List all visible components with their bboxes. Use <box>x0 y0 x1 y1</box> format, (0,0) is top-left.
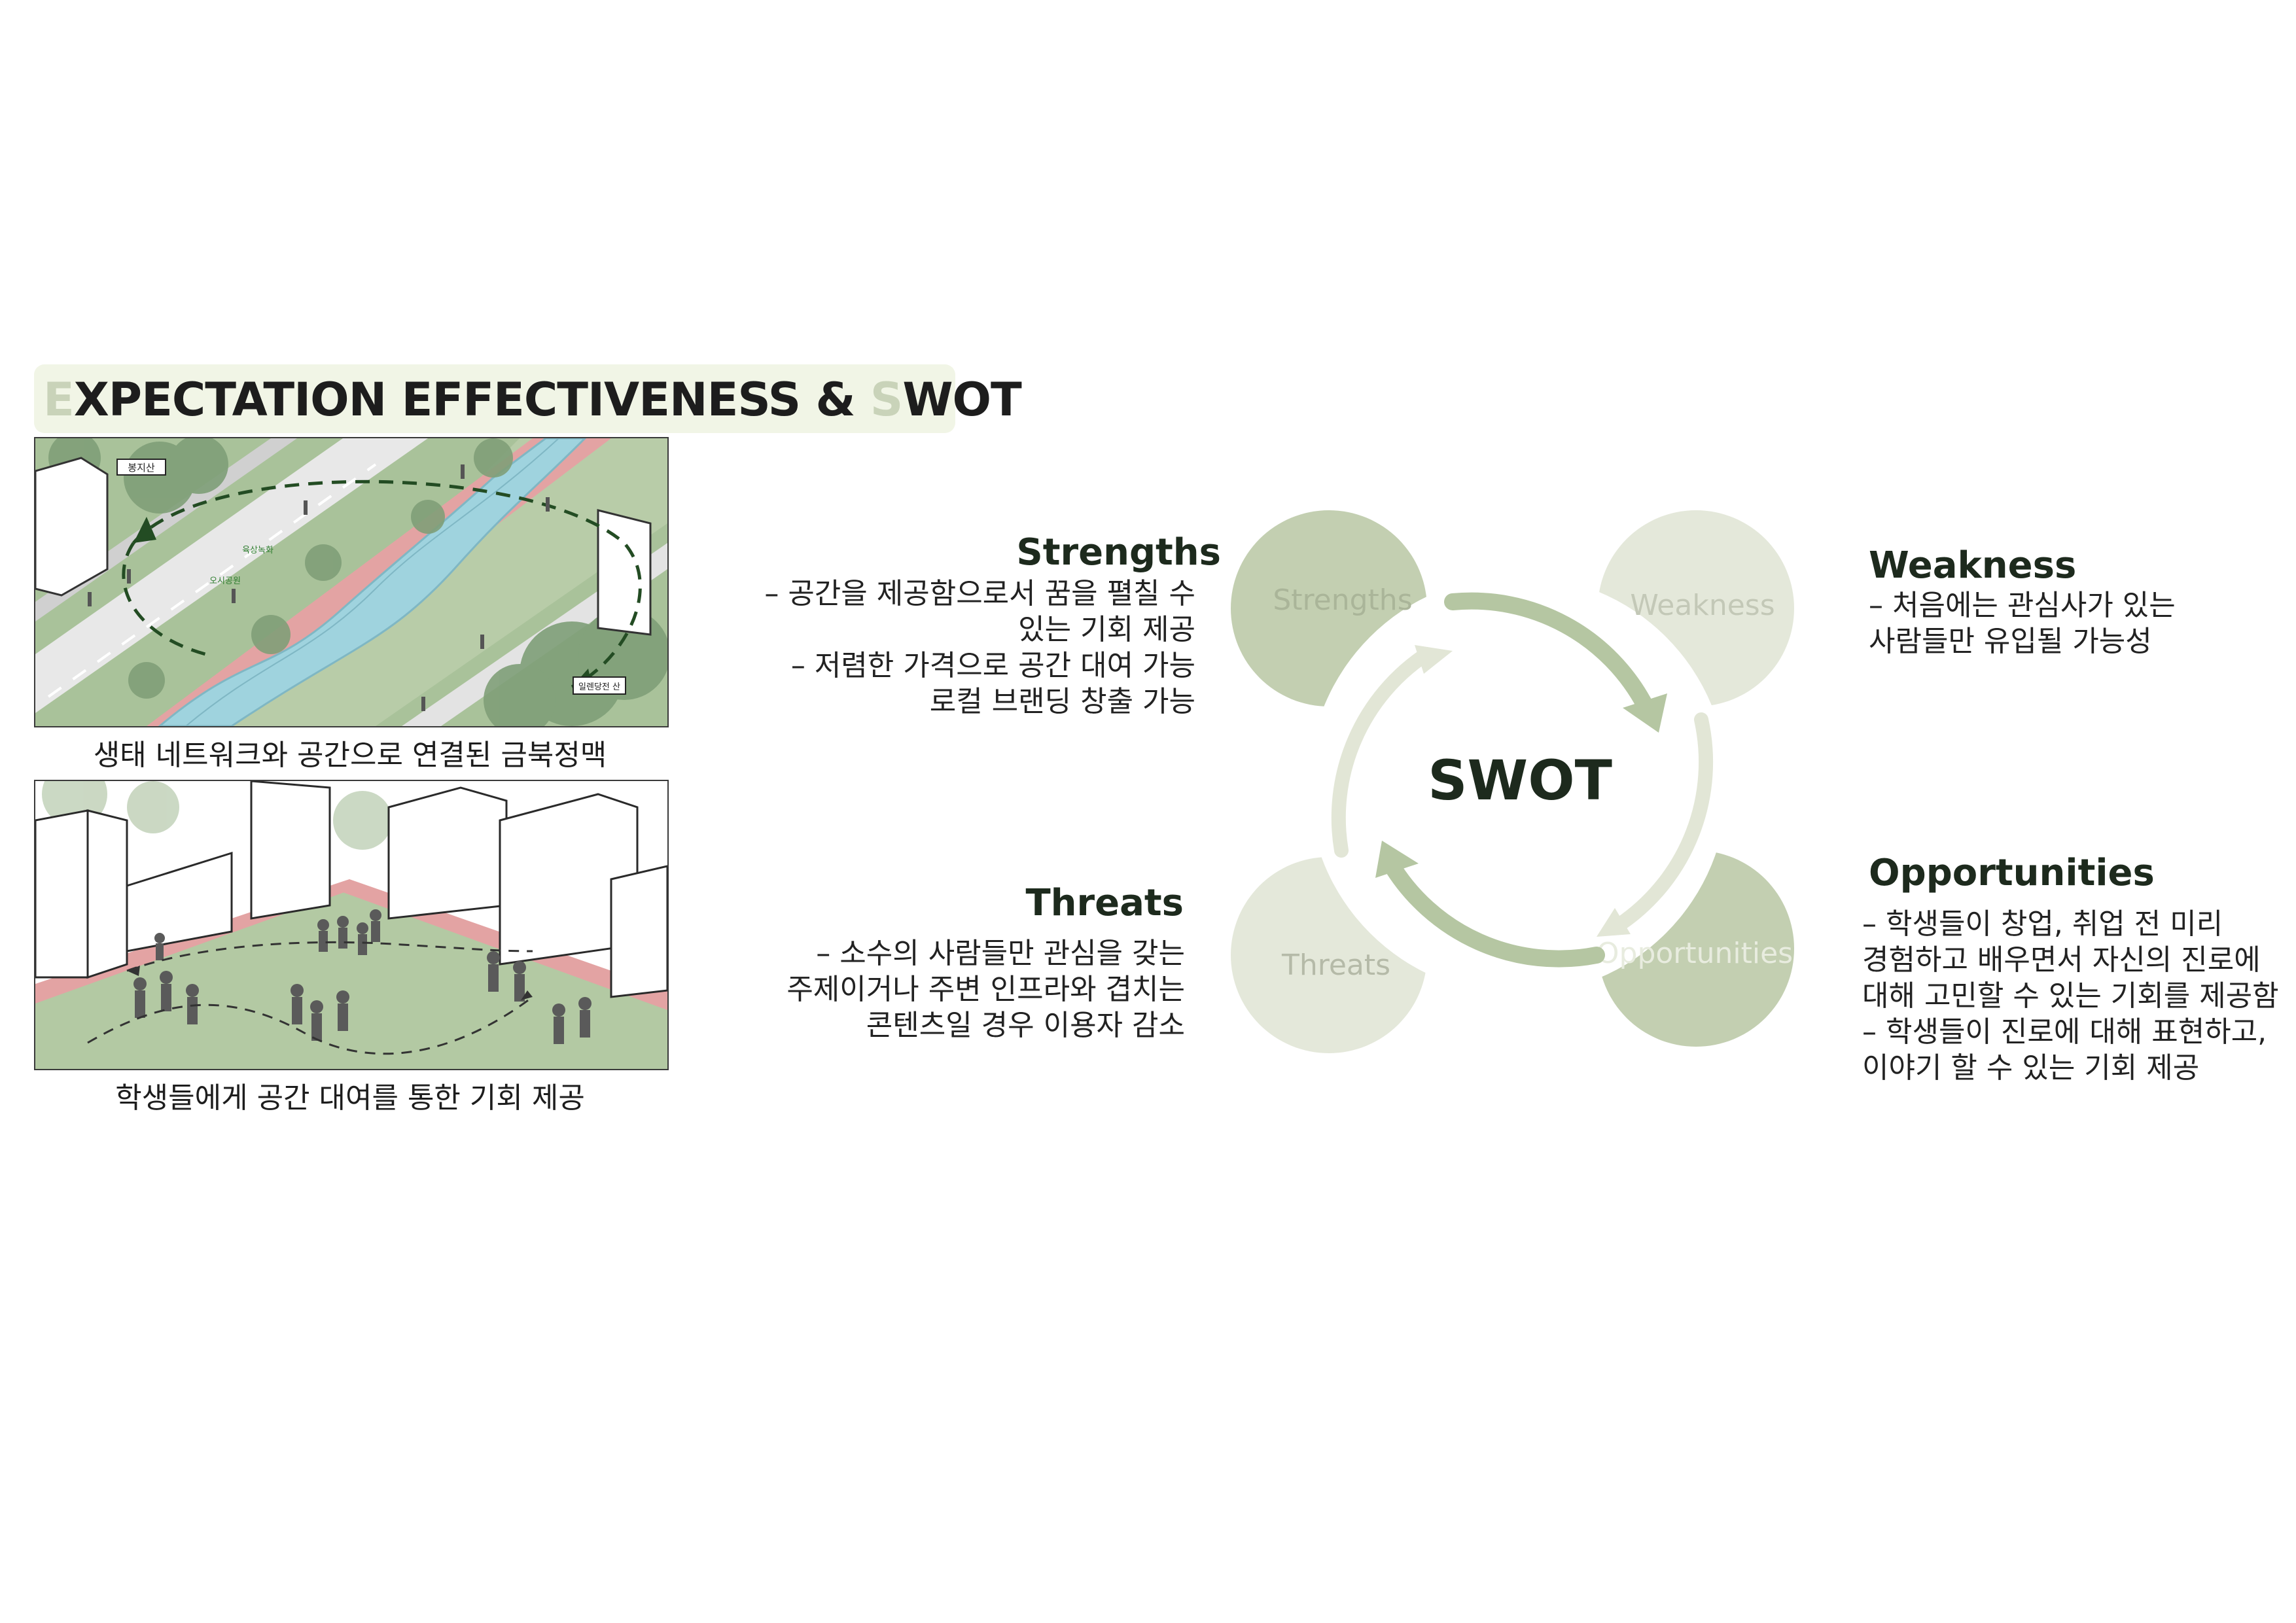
label-mountain: 일렌당전 산 <box>578 682 620 692</box>
threats-line-2: 주제이거나 주변 인프라와 겹치는 <box>786 973 1185 1006</box>
strengths-line-1: – 공간을 제공함으로서 꿈을 펼칠 수 <box>764 577 1195 610</box>
weakness-line-2: 사람들만 유입될 가능성 <box>1869 625 2152 658</box>
illustration-bottom-caption: 학생들에게 공간 대여를 통한 기회 제공 <box>115 1081 585 1115</box>
arrow-weakness-to-opportunities <box>1616 712 1714 930</box>
arrow-strengths-to-weakness <box>1444 592 1654 715</box>
opportunities-heading: Opportunities <box>1869 852 2155 894</box>
label-green-roof: 육상녹화 <box>242 546 274 555</box>
illustration-space-rental <box>34 780 669 1070</box>
title-part-1: XPECTATION EFFECTIVENESS & <box>73 373 870 427</box>
strengths-heading: Strengths <box>1016 531 1221 574</box>
swot-center-label: SWOT <box>1428 748 1612 812</box>
illustration-ecological-network: 봉지산 오시공원 육상녹화 일렌당전 산 <box>34 437 669 727</box>
opportunities-line-5: 이야기 할 수 있는 기회 제공 <box>1862 1051 2200 1085</box>
weakness-circle-label: Weakness <box>1630 589 1775 622</box>
illustration-top-caption: 생태 네트워크와 공간으로 연결된 금북정맥 <box>93 739 607 772</box>
arrow-opportunities-to-threats <box>1382 855 1605 968</box>
label-park: 오시공원 <box>209 576 241 586</box>
page-title: EXPECTATION EFFECTIVENESS & SWOT <box>43 370 1022 429</box>
threats-line-1: – 소수의 사람들만 관심을 갖는 <box>816 937 1185 970</box>
strengths-line-3: – 저렴한 가격으로 공간 대여 가능 <box>790 649 1195 682</box>
title-part-2: WOT <box>902 373 1021 427</box>
title-banner <box>34 364 955 433</box>
strengths-line-4: 로컬 브랜딩 창출 가능 <box>929 685 1195 718</box>
weakness-heading: Weakness <box>1869 544 2077 587</box>
opportunities-line-2: 경험하고 배우면서 자신의 진로에 <box>1862 943 2261 977</box>
arrow-head-opportunities <box>1597 908 1631 937</box>
opportunities-line-3: 대해 고민할 수 있는 기회를 제공함 <box>1862 979 2279 1013</box>
arrow-head-weakness <box>1623 693 1667 733</box>
title-initial-s: S <box>870 373 903 427</box>
threats-circle-label: Threats <box>1281 949 1390 982</box>
threats-line-3: 콘텐츠일 경우 이용자 감소 <box>866 1009 1185 1042</box>
arrow-threats-to-strengths <box>1331 647 1434 858</box>
swot-diagram: Strengths Weakness Threats Opportunities… <box>1230 497 1806 1075</box>
arrow-head-threats <box>1375 841 1419 878</box>
opportunities-line-1: – 학생들이 창업, 취업 전 미리 <box>1862 907 2223 941</box>
opportunities-line-4: – 학생들이 진로에 대해 표현하고, <box>1862 1015 2267 1049</box>
label-bongjisan: 봉지산 <box>128 462 155 474</box>
threats-heading: Threats <box>1025 882 1184 924</box>
strengths-line-2: 있는 기회 제공 <box>1018 613 1195 646</box>
weakness-line-1: – 처음에는 관심사가 있는 <box>1869 589 2176 622</box>
strengths-circle-label: Strengths <box>1273 584 1412 617</box>
title-initial-e: E <box>43 373 75 427</box>
opportunities-circle-label: Opportunities <box>1597 937 1793 970</box>
arrow-head-strengths <box>1415 645 1453 674</box>
